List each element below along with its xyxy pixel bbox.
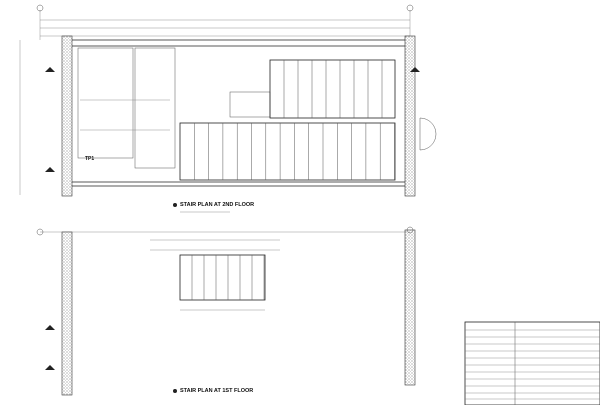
left-wall: [61, 35, 73, 197]
upper-plan-title: STAIR PLAN AT 2ND FLOOR: [180, 202, 254, 208]
door-swing: [419, 117, 437, 151]
title-marker-icon: [173, 203, 177, 207]
right-wall: [404, 229, 416, 386]
upper-plan: TP1 STAIR PLAN AT 2ND FLOOR: [19, 4, 437, 213]
title-block: [464, 321, 600, 405]
title-marker-icon: [173, 389, 177, 393]
lower-plan: STAIR PLAN AT 1ST FLOOR: [36, 226, 416, 396]
stair-upper-flight: [269, 59, 396, 119]
dimension-lines: [19, 4, 414, 195]
section-marker: [45, 67, 420, 172]
stair-first-flight: [179, 254, 266, 301]
lower-plan-title: STAIR PLAN AT 1ST FLOOR: [180, 388, 253, 394]
stair-main-flight: [179, 122, 396, 181]
right-wall: [404, 35, 416, 197]
tag-label: TP1: [85, 156, 94, 162]
left-wall: [61, 231, 73, 396]
